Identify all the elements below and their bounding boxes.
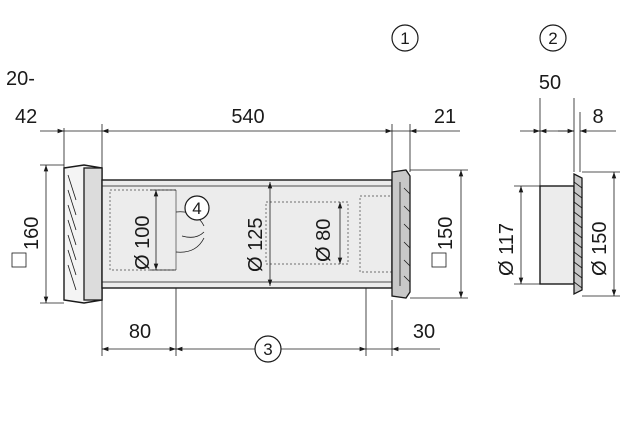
- part-label-2: 2: [539, 24, 567, 52]
- svg-text:2: 2: [548, 29, 557, 48]
- square-symbol-160: [11, 252, 27, 268]
- dim-21: 21: [434, 106, 456, 128]
- dim-sq160: 160: [21, 217, 43, 250]
- svg-text:4: 4: [192, 199, 201, 218]
- dim-d125: Ø 125: [245, 218, 267, 272]
- dim-d125-group: Ø 125: [245, 182, 273, 286]
- dim-d80-group: Ø 80: [313, 202, 343, 264]
- square-symbol-150: [431, 252, 447, 268]
- dim-sq150: 150: [435, 217, 457, 250]
- part-label-1: 1: [391, 24, 419, 52]
- dim-d100-group: Ø 100: [132, 189, 176, 271]
- dim-8: 8: [592, 106, 603, 128]
- dim-540: 540: [231, 106, 264, 128]
- part-label-4: 4: [184, 195, 210, 221]
- part-label-3: 3: [254, 335, 282, 363]
- dim-42: 42: [15, 106, 37, 128]
- dim-d150: Ø 150: [589, 222, 611, 276]
- svg-text:1: 1: [400, 29, 409, 48]
- dim-d80: Ø 80: [313, 219, 335, 262]
- left-flange: 160: [11, 164, 103, 304]
- dim-d100: Ø 100: [132, 216, 154, 270]
- dim-20: 20-: [6, 68, 35, 90]
- right-flange: 150: [391, 169, 468, 299]
- dim-d117: Ø 117: [496, 223, 518, 276]
- dim-30: 30: [413, 321, 435, 343]
- grille-side-view: 50 8 Ø 117 Ø 150: [496, 72, 620, 297]
- dim-80: 80: [129, 321, 151, 343]
- top-dimension: 20- 42 540 21: [6, 68, 460, 172]
- dim-50: 50: [539, 72, 561, 94]
- svg-text:3: 3: [263, 340, 272, 359]
